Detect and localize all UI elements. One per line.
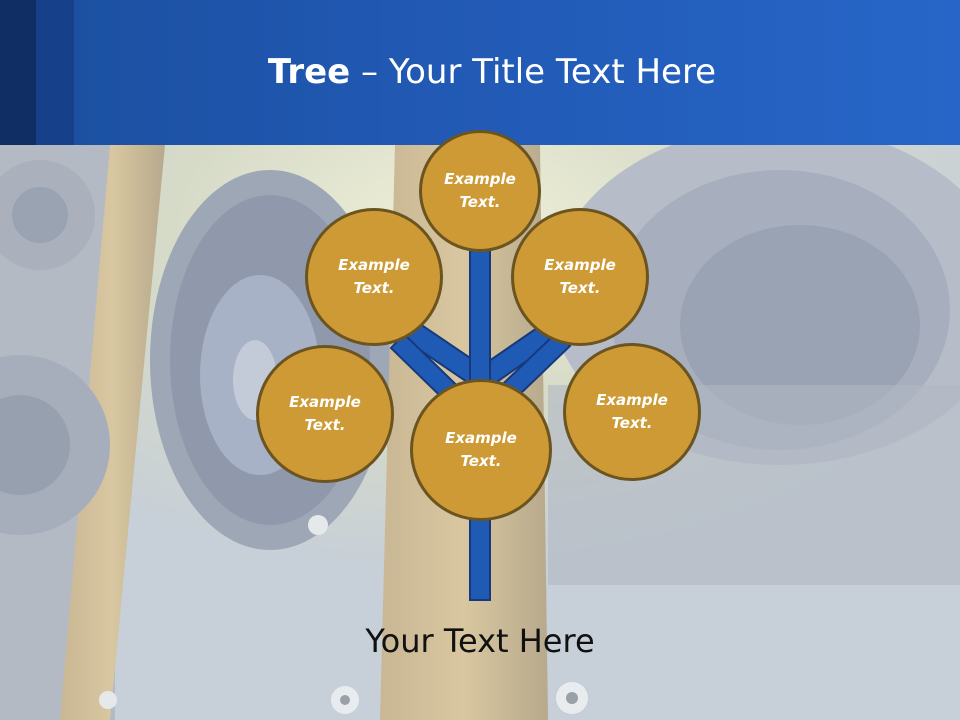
node-lower-right-label: Example Text. — [596, 391, 668, 432]
node-center-label: Example Text. — [445, 429, 517, 470]
node-lower-left: Example Text. — [256, 345, 394, 483]
node-top-label: Example Text. — [444, 170, 516, 211]
title-rest: – Your Title Text Here — [350, 52, 717, 92]
title-bold: Tree — [267, 52, 351, 92]
header-accent-dark — [0, 0, 36, 145]
node-lower-left-label: Example Text. — [289, 393, 361, 434]
node-upper-right: Example Text. — [511, 208, 649, 346]
slide-title: Tree – Your Title Text Here — [0, 52, 960, 92]
node-upper-right-label: Example Text. — [544, 256, 616, 297]
footer-text: Your Text Here — [365, 622, 595, 660]
header-accent-mid — [36, 0, 74, 145]
node-upper-left: Example Text. — [305, 208, 443, 346]
node-lower-right: Example Text. — [563, 343, 701, 481]
node-top: Example Text. — [419, 130, 541, 252]
node-center: Example Text. — [410, 379, 552, 521]
node-upper-left-label: Example Text. — [338, 256, 410, 297]
title-bar — [0, 0, 960, 145]
